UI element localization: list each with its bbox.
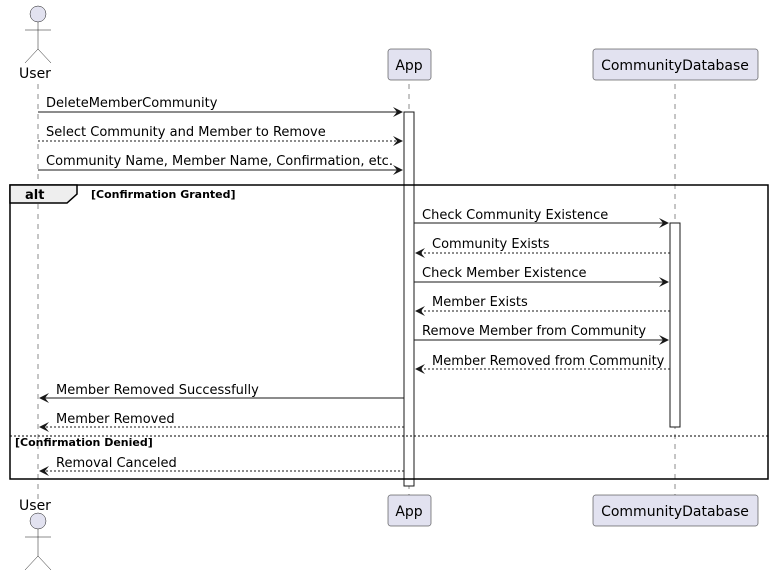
participant-box [592, 494, 759, 527]
message-label: Select Community and Member to Remove [46, 125, 326, 140]
alt-tab [9, 184, 78, 204]
actor-user-label: User [19, 66, 51, 82]
message: Remove Member from Community [414, 324, 669, 345]
participant-app-label: App [395, 58, 422, 74]
message: Member Removed from Community [415, 354, 670, 374]
alt-fragment: alt [Confirmation Granted] [Confirmation… [9, 184, 769, 480]
message: Select Community and Member to Remove [38, 125, 403, 146]
participant-community-database-top: CommunityDatabase [592, 48, 759, 81]
alt-frame [9, 184, 769, 480]
message: Member Exists [415, 295, 670, 316]
actor-user-top: User [19, 5, 52, 82]
message-label: Member Removed [56, 412, 175, 427]
participant-box [592, 48, 759, 81]
message: DeleteMemberCommunity [38, 96, 403, 117]
participant-community-database-label: CommunityDatabase [601, 504, 749, 520]
participant-box [387, 494, 432, 527]
message-label: Removal Canceled [56, 456, 177, 471]
message: Member Removed [39, 412, 404, 432]
message-label: Member Removed from Community [432, 354, 665, 369]
message-label: Community Exists [432, 237, 550, 252]
participant-app-top: App [387, 48, 432, 81]
messages: DeleteMemberCommunity Select Community a… [38, 96, 670, 476]
actor-user-label: User [19, 498, 51, 514]
message: Community Name, Member Name, Confirmatio… [38, 154, 403, 175]
message-label: Member Exists [432, 295, 528, 310]
participant-community-database-label: CommunityDatabase [601, 58, 749, 74]
actor-user-bottom: User [19, 498, 52, 571]
message-label: DeleteMemberCommunity [46, 96, 218, 111]
message: Community Exists [415, 237, 670, 258]
participant-box [387, 48, 432, 81]
message: Member Removed Successfully [39, 383, 404, 403]
actor-icon [24, 5, 52, 64]
participant-community-database-bottom: CommunityDatabase [592, 494, 759, 527]
actor-icon [24, 512, 52, 571]
message-label: Member Removed Successfully [56, 383, 259, 398]
message: Check Member Existence [414, 266, 669, 287]
message: Check Community Existence [414, 208, 669, 228]
message-label: Check Community Existence [422, 208, 608, 223]
message-label: Community Name, Member Name, Confirmatio… [46, 154, 393, 169]
message-label: Check Member Existence [422, 266, 587, 281]
participant-app-label: App [395, 504, 422, 520]
alt-keyword: alt [25, 188, 44, 203]
message: Removal Canceled [39, 456, 404, 476]
message-label: Remove Member from Community [422, 324, 646, 339]
activation-community-database [669, 222, 681, 428]
activation-app [403, 111, 415, 487]
alt-guard-granted: [Confirmation Granted] [91, 188, 236, 201]
alt-guard-denied: [Confirmation Denied] [15, 436, 153, 449]
participant-app-bottom: App [387, 494, 432, 527]
